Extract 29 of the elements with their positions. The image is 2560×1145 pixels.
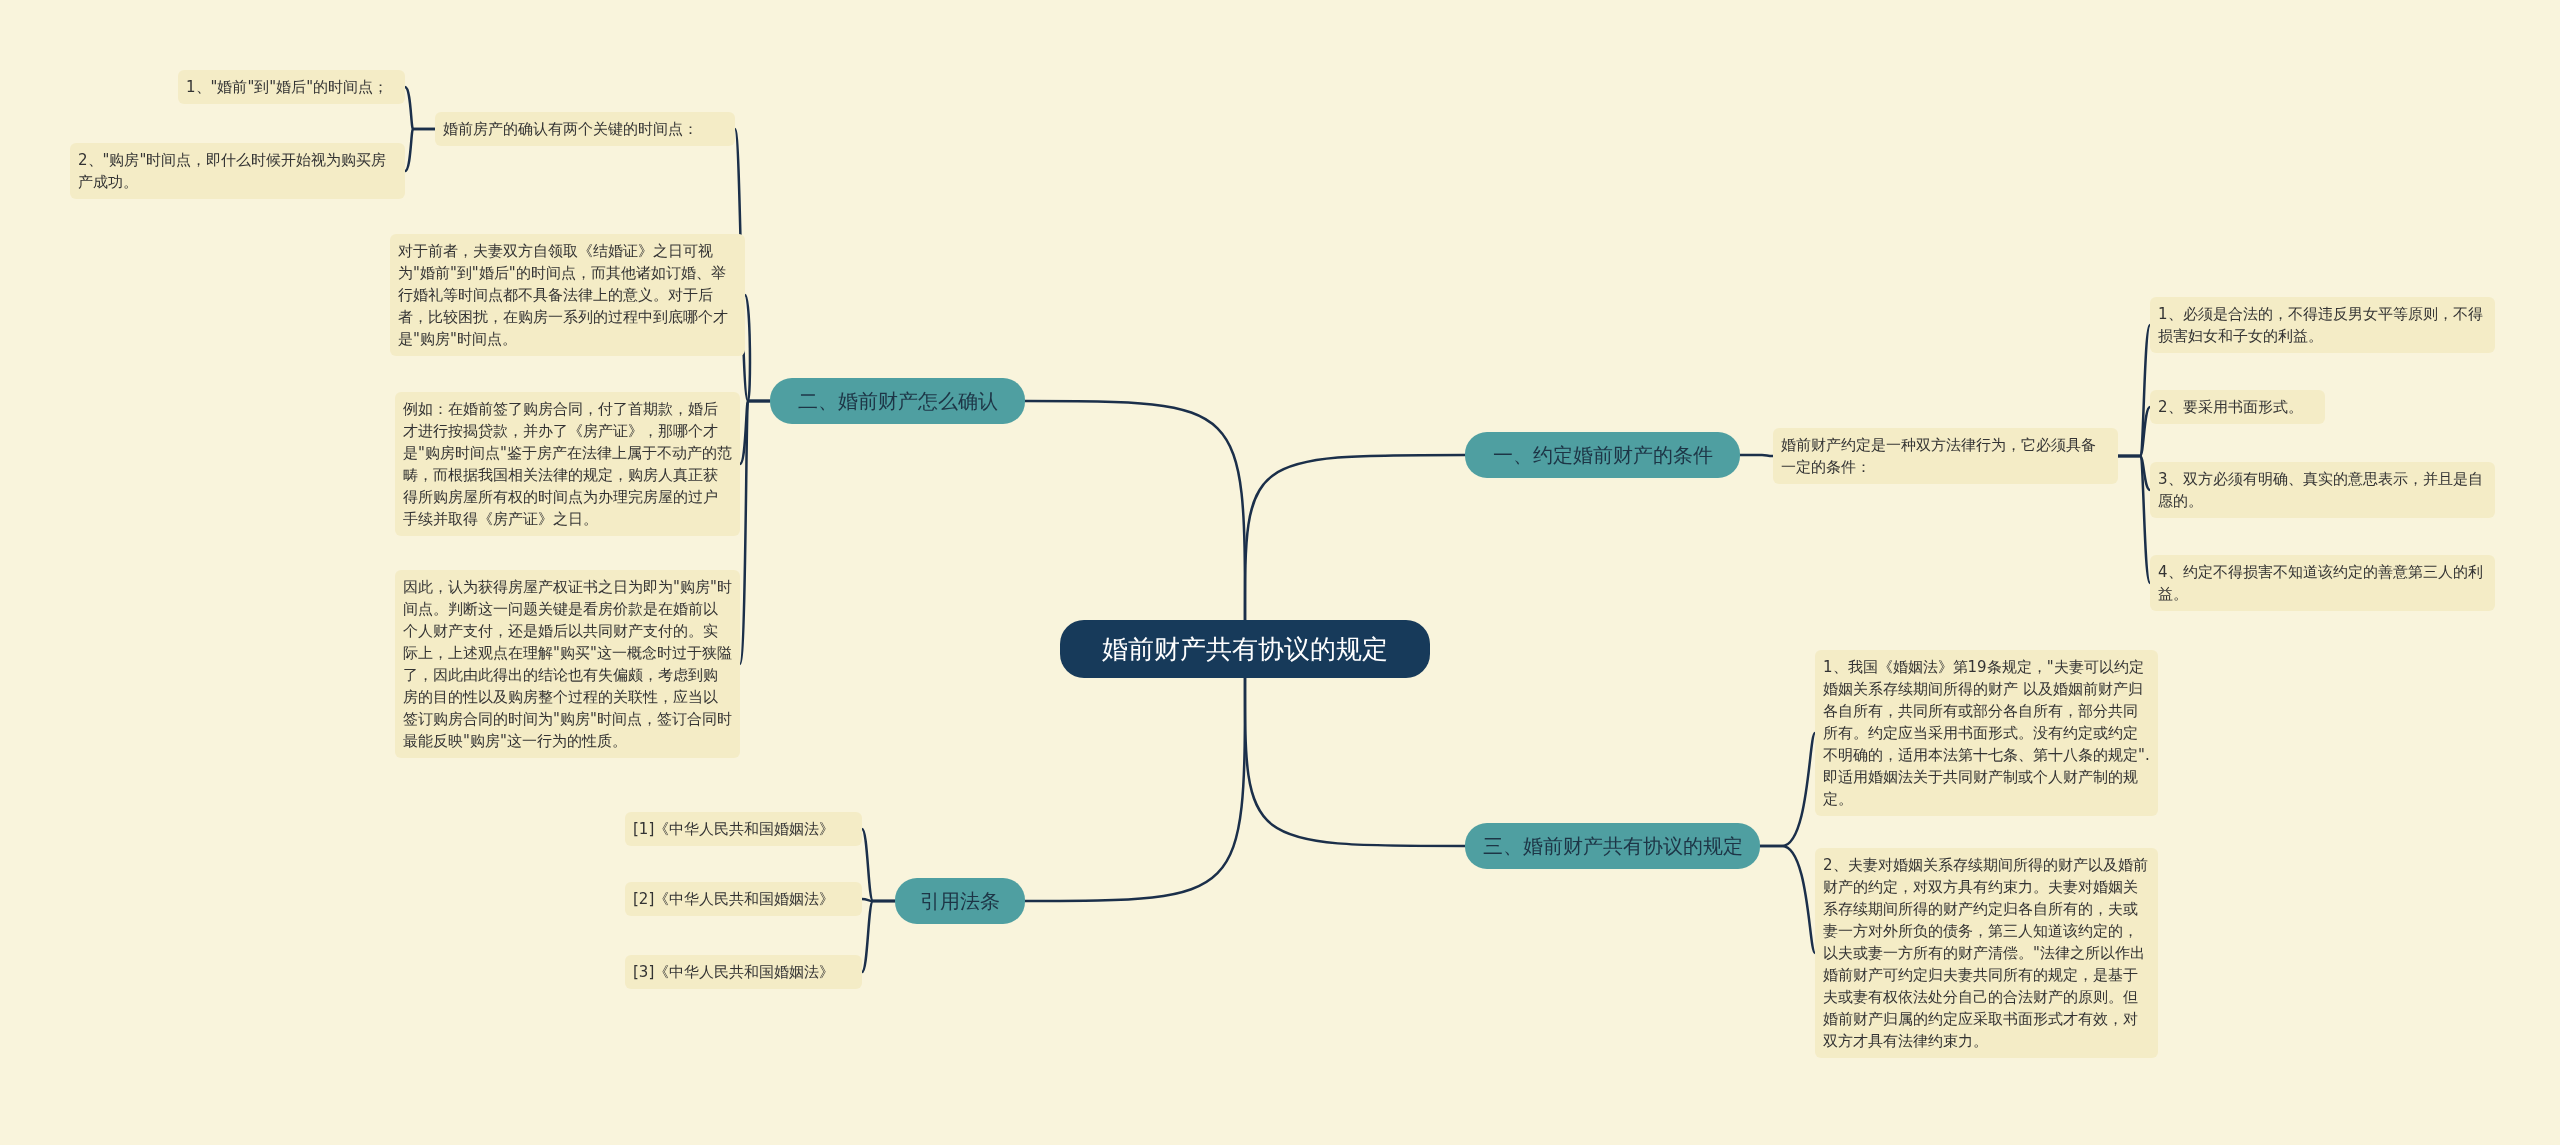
connector-line bbox=[2118, 454, 2152, 584]
branch-topic: 三、婚前财产共有协议的规定 bbox=[1465, 823, 1760, 869]
text-card: 婚前房产的确认有两个关键的时间点： bbox=[435, 112, 735, 146]
text-card: 4、约定不得损害不知道该约定的善意第三人的利益。 bbox=[2150, 555, 2495, 611]
connector-line bbox=[861, 899, 895, 973]
text-card: 婚前财产约定是一种双方法律行为，它必须具备一定的条件： bbox=[1773, 428, 2118, 484]
text-card: 1、"婚前"到"婚后"的时间点； bbox=[178, 70, 405, 104]
connector-line bbox=[404, 127, 435, 172]
connector-line bbox=[1740, 453, 1774, 458]
text-card: 因此，认为获得房屋产权证书之日为即为"购房"时间点。判断这一问题关键是看房价款是在婚前以个人财产支付，还是婚后以共同财产支付的。实际上，上述观点在理解"购买"这一概念时过于狭隘了，因此由此得出的结论也有失偏颇，考虑到购房的目的性以及购房整个过程的关联性，应当以签订购房合同的时间为"购房"时间点，签订合同时最能反映"购房"这一行为的性质。 bbox=[395, 570, 740, 758]
connector-line bbox=[738, 399, 770, 665]
text-card: 2、"购房"时间点，即什么时候开始视为购买房产成功。 bbox=[70, 143, 405, 199]
text-card: 2、夫妻对婚姻关系存续期间所得的财产以及婚前财产的约定，对双方具有约束力。夫妻对婚姻关系存续期间所得的财产约定归各自所有的，夫或妻一方对外所负的债务，第三人知道该约定的，以夫或妻一方所有的财产清偿。"法律之所以作出婚前财产可约定归夫妻共同所有的规定，是基于夫或妻有权依法处分自己的合法财产的原则。但婚前财产归属的约定应采取书面形式才有效，对双方才具有法律约束力。 bbox=[1815, 848, 2158, 1058]
central-topic: 婚前财产共有协议的规定 bbox=[1060, 620, 1430, 678]
text-card: 例如：在婚前签了购房合同，付了首期款，婚后才进行按揭贷款，并办了《房产证》，那哪个才是"购房时间点"鉴于房产在法律上属于不动产的范畴，而根据我国相关法律的规定，购房人真正获得所购房屋所有权的时间点为办理完房屋的过户手续并取得《房产证》之日。 bbox=[395, 392, 740, 536]
branch-topic: 引用法条 bbox=[895, 878, 1025, 924]
text-card: [1]《中华人民共和国婚姻法》 bbox=[625, 812, 862, 846]
text-card: [3]《中华人民共和国婚姻法》 bbox=[625, 955, 862, 989]
branch-topic: 一、约定婚前财产的条件 bbox=[1465, 432, 1740, 478]
connector-line bbox=[1025, 678, 1247, 903]
text-card: 3、双方必须有明确、真实的意思表示，并且是自愿的。 bbox=[2150, 462, 2495, 518]
connector-line bbox=[1025, 399, 1247, 620]
connector-line bbox=[1760, 844, 1817, 954]
text-card: [2]《中华人民共和国婚姻法》 bbox=[625, 882, 862, 916]
text-card: 1、我国《婚姻法》第19条规定，"夫妻可以约定婚姻关系存续期间所得的财产 以及婚姻前财产归各自所有，共同所有或部分各自所有，部分共同所有。约定应当采用书面形式。没有约定或约定不明确的，适用本法第十七条、第十八条的规定".即适用婚姻法关于共同财产制或个人财产制的规定。 bbox=[1815, 650, 2158, 816]
text-card: 对于前者，夫妻双方自领取《结婚证》之日可视为"婚前"到"婚后"的时间点，而其他诸如订婚、举行婚礼等时间点都不具备法律上的意义。对于后者，比较困扰，在购房一系列的过程中到底哪个才是"购房"时间点。 bbox=[390, 234, 745, 356]
text-card: 1、必须是合法的，不得违反男女平等原则，不得损害妇女和子女的利益。 bbox=[2150, 297, 2495, 353]
text-card: 2、要采用书面形式。 bbox=[2150, 390, 2325, 424]
branch-topic: 二、婚前财产怎么确认 bbox=[770, 378, 1025, 424]
